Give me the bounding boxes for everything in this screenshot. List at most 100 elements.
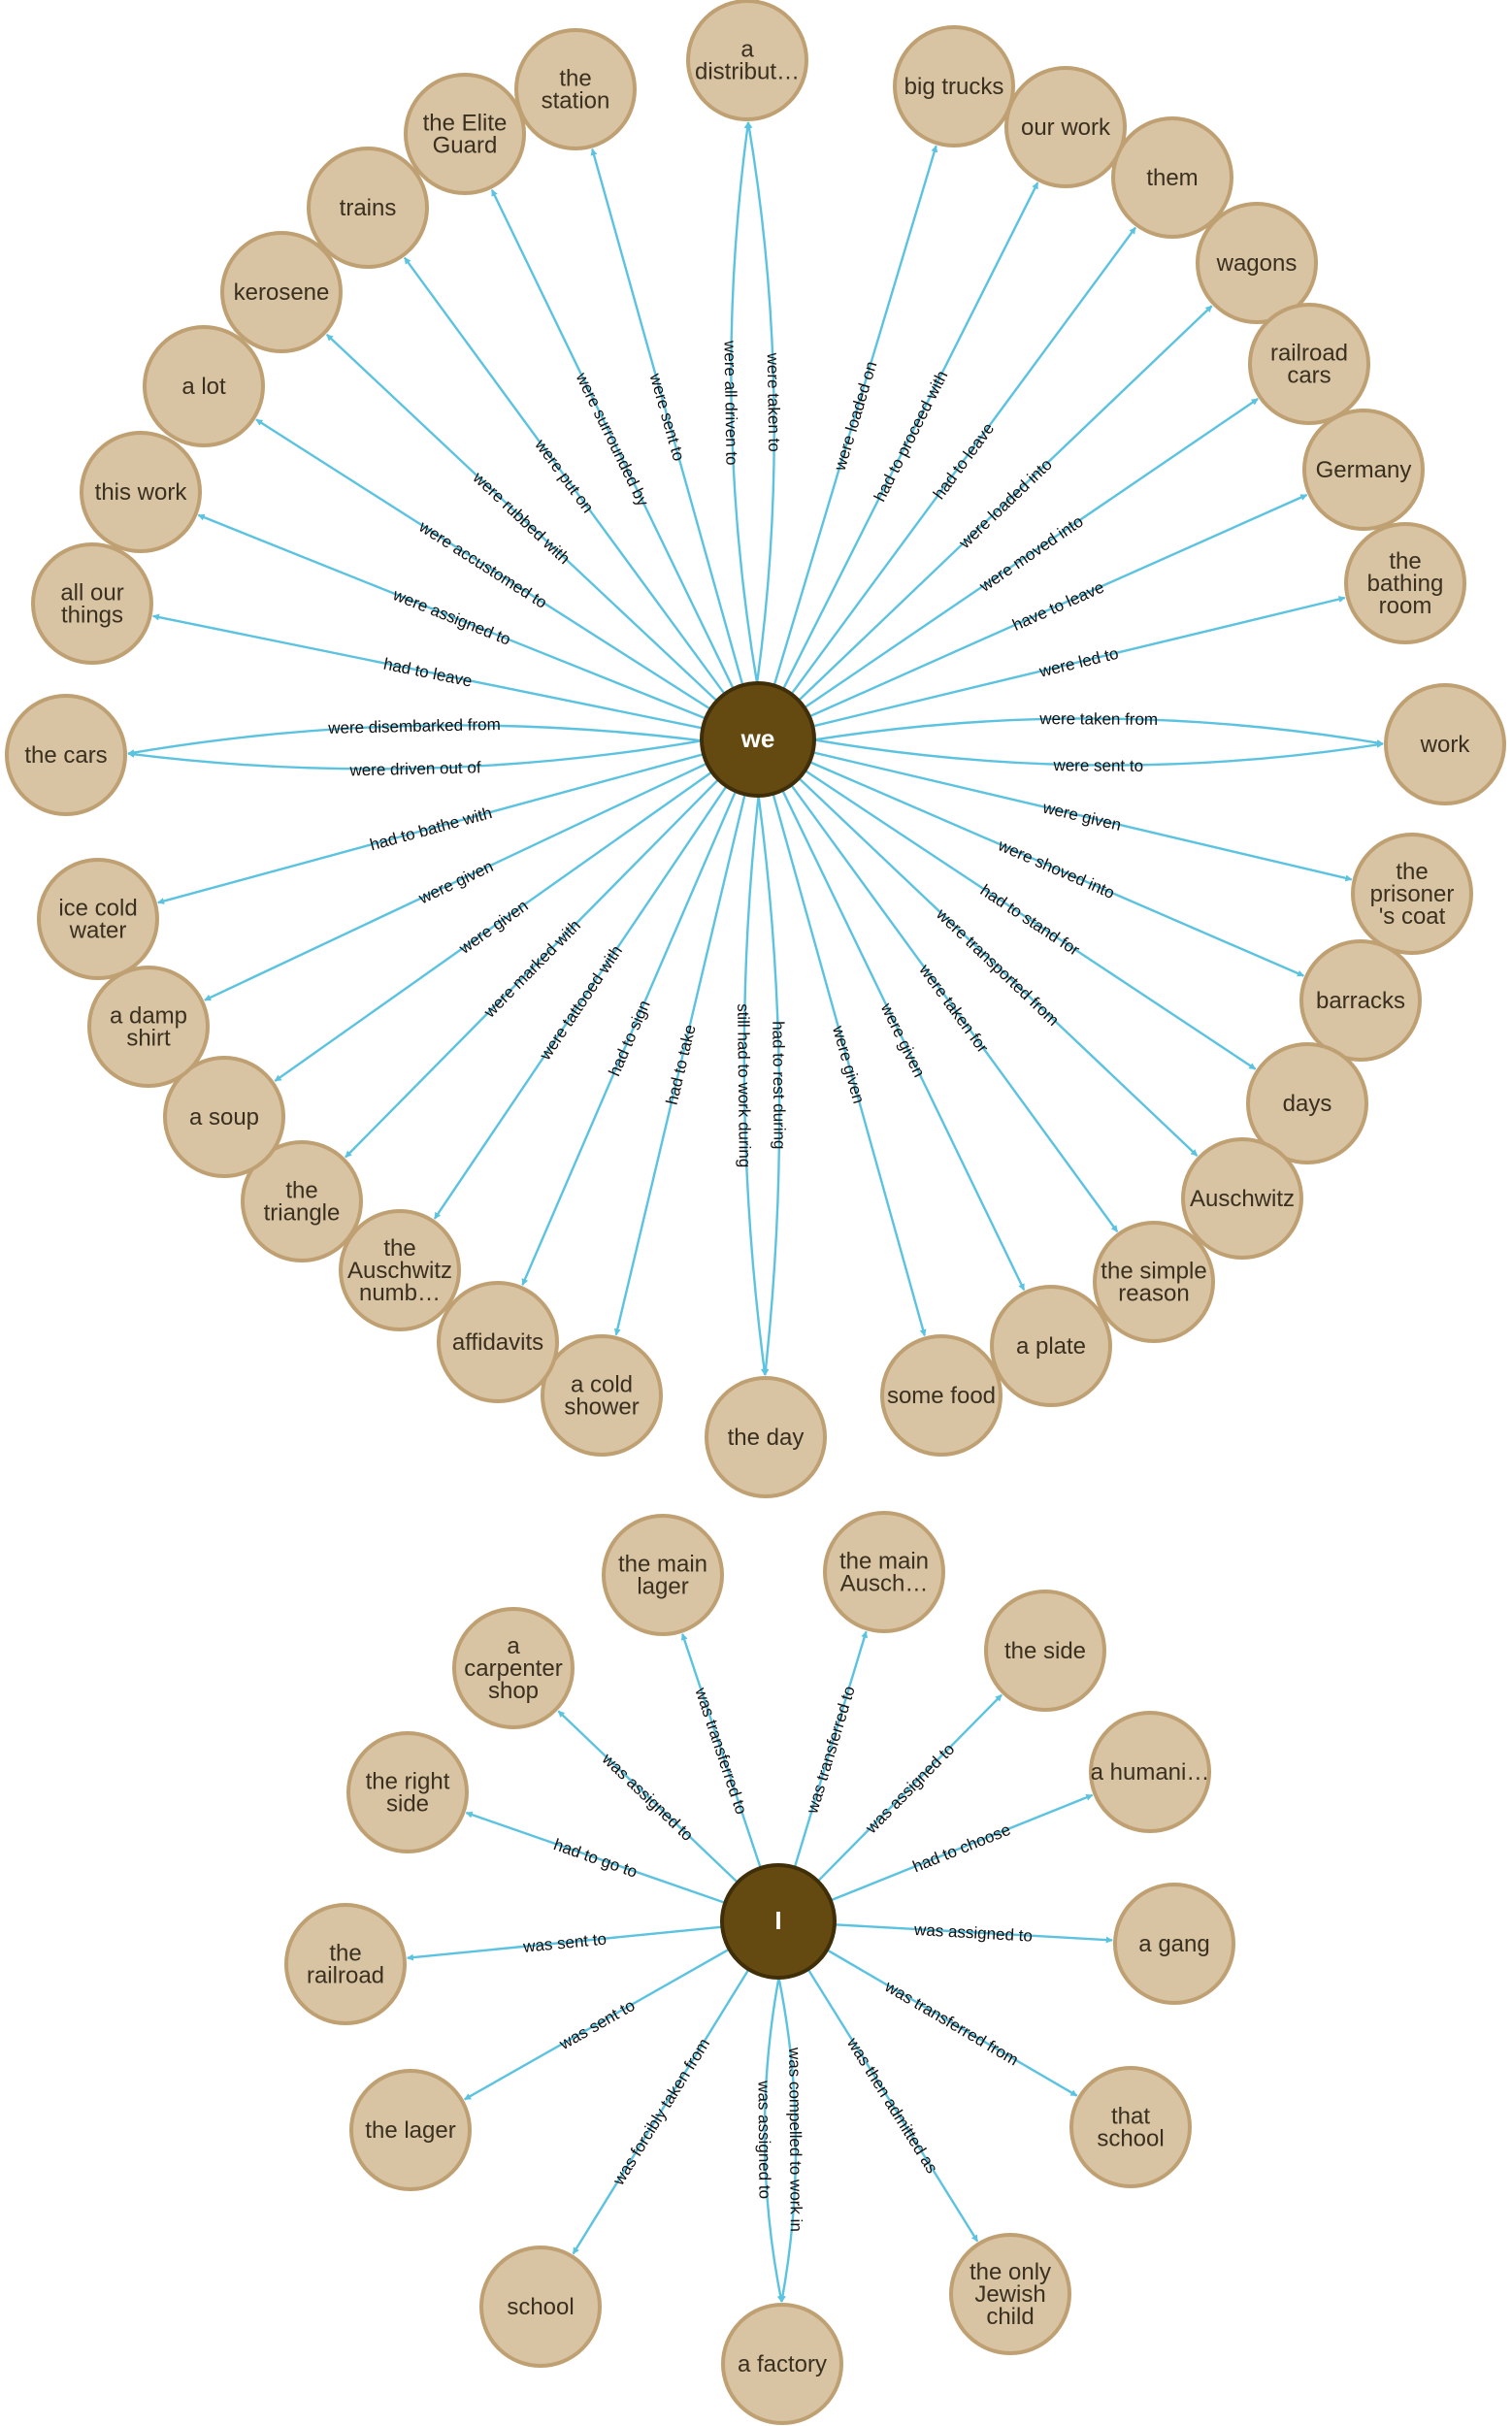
entity-node-the-cars[interactable]: the cars: [5, 694, 127, 816]
entity-node-this-work[interactable]: this work: [80, 431, 202, 553]
edge-was-assigned-to-to-a-gang[interactable]: was assigned to: [834, 1920, 1113, 1946]
entity-label: this work: [95, 479, 188, 506]
entity-node-them[interactable]: them: [1111, 116, 1233, 239]
entity-node-school[interactable]: school: [479, 2246, 602, 2368]
entity-node-the-lager[interactable]: the lager: [349, 2069, 472, 2191]
edge-line: [757, 795, 781, 1376]
edge-were-led-to-to-the-bathing-room[interactable]: were led to: [812, 596, 1346, 728]
edge-line: [345, 778, 720, 1159]
edge-label: was then admitted as: [842, 2034, 941, 2177]
entity-node-a-gang[interactable]: a gang: [1113, 1883, 1235, 2005]
edge-were-driven-out-of-to-the-cars[interactable]: were driven out of: [127, 739, 703, 779]
entity-circle: [1248, 303, 1370, 425]
entity-node-kerosene[interactable]: kerosene: [220, 231, 343, 353]
entity-node-affidavits[interactable]: affidavits: [437, 1281, 559, 1403]
edge-still-had-to-work-during-to-the-day[interactable]: still had to work during: [734, 795, 768, 1376]
entity-node-germany[interactable]: Germany: [1302, 409, 1425, 531]
edge-was-assigned-to-to-a-factory[interactable]: was assigned to: [754, 1977, 784, 2303]
edge-had-to-proceed-with-to-our-work[interactable]: had to proceed with: [781, 181, 1039, 690]
entity-node-the-day[interactable]: the day: [705, 1376, 827, 1498]
edge-were-disembarked-from-to-the-cars[interactable]: were disembarked from: [127, 715, 703, 756]
edge-line: [781, 789, 1026, 1292]
edge-was-compelled-to-work-in-to-a-factory[interactable]: was compelled to work in: [777, 1977, 805, 2303]
edge-were-given-to-a-soup[interactable]: were given: [274, 770, 713, 1082]
entity-node-days[interactable]: days: [1246, 1042, 1368, 1164]
entity-node-a-plate[interactable]: a plate: [990, 1285, 1112, 1407]
edge-was-then-admitted-as-to-the-only-jewish-child[interactable]: was then admitted as: [806, 1968, 979, 2243]
edge-line: [127, 739, 703, 770]
entity-node-a-lot[interactable]: a lot: [143, 325, 265, 447]
edge-were-sent-to-to-work[interactable]: were sent to: [813, 738, 1384, 775]
edge-label: were sent to: [645, 371, 688, 463]
entity-circle: [686, 0, 808, 121]
entity-node-our-work[interactable]: our work: [1004, 66, 1127, 188]
edge-line: [808, 493, 1308, 718]
entity-node-the-side[interactable]: the side: [984, 1590, 1106, 1712]
edge-line: [490, 188, 735, 690]
entity-node-a-factory[interactable]: a factory: [721, 2303, 843, 2425]
edge-had-to-rest-during-to-the-day[interactable]: had to rest during: [757, 795, 789, 1376]
entity-label: the cars: [24, 742, 107, 769]
edge-label: were assigned to: [389, 585, 512, 649]
entity-node-barracks[interactable]: barracks: [1299, 939, 1422, 1062]
entity-circle: [452, 1607, 575, 1729]
entity-circle: [1196, 202, 1318, 324]
edge-were-taken-from-to-work[interactable]: were taken from: [813, 709, 1384, 746]
edge-were-given-to-a-damp-shirt[interactable]: were given: [204, 762, 708, 1001]
entity-circle: [1344, 522, 1466, 644]
edge-were-surrounded-by-to-the-elite-guard[interactable]: were surrounded by: [490, 188, 735, 690]
edge-were-put-on-to-trains[interactable]: were put on: [403, 256, 726, 695]
edge-label: was transferred from: [881, 1977, 1022, 2070]
entity-node-work[interactable]: work: [1384, 683, 1506, 805]
edge-was-sent-to-to-the-railroad[interactable]: was sent to: [407, 1925, 723, 1961]
edge-had-to-stand-for-to-days[interactable]: had to stand for: [804, 769, 1257, 1070]
entity-node-a-humani[interactable]: a humani…: [1089, 1711, 1211, 1833]
entity-node-wagons[interactable]: wagons: [1196, 202, 1318, 324]
edge-line: [806, 1968, 979, 2243]
edge-were-taken-for-to-the-simple-reason[interactable]: were taken for: [790, 784, 1119, 1233]
entity-node-a-soup[interactable]: a soup: [163, 1056, 285, 1178]
entity-label: school: [507, 2294, 574, 2320]
entity-node-auschwitz[interactable]: Auschwitz: [1181, 1137, 1303, 1260]
hub-node-we[interactable]: we: [700, 681, 816, 798]
entity-node-some-food[interactable]: some food: [880, 1334, 1003, 1457]
edge-label: had to take: [663, 1023, 700, 1106]
edge-had-to-choose-to-a-humani[interactable]: had to choose: [830, 1793, 1094, 1902]
entity-label: barracks: [1316, 988, 1405, 1014]
edge-had-to-leave-to-all-our-things[interactable]: had to leave: [152, 613, 704, 730]
edge-were-all-driven-to-to-a-distribut[interactable]: were all driven to: [720, 121, 759, 684]
edge-had-to-take-to-a-cold-shower[interactable]: had to take: [613, 794, 746, 1336]
entity-node-big-trucks[interactable]: big trucks: [893, 25, 1015, 148]
edge-were-tattooed-with-to-the-auschwitz-numb[interactable]: were tattooed with: [433, 785, 728, 1220]
edge-were-moved-into-to-railroad-cars[interactable]: were moved into: [804, 398, 1259, 709]
entity-label: a factory: [738, 2351, 827, 2377]
edge-were-taken-to-to-a-distribut[interactable]: were taken to: [745, 121, 783, 684]
entity-label: a humani…: [1091, 1759, 1210, 1786]
entity-node-trains[interactable]: trains: [307, 147, 429, 269]
hub-node-i[interactable]: I: [720, 1863, 837, 1980]
entity-circle: [346, 1731, 469, 1853]
edge-was-transferred-to-to-the-main-ausch[interactable]: was transferred to: [793, 1630, 869, 1868]
